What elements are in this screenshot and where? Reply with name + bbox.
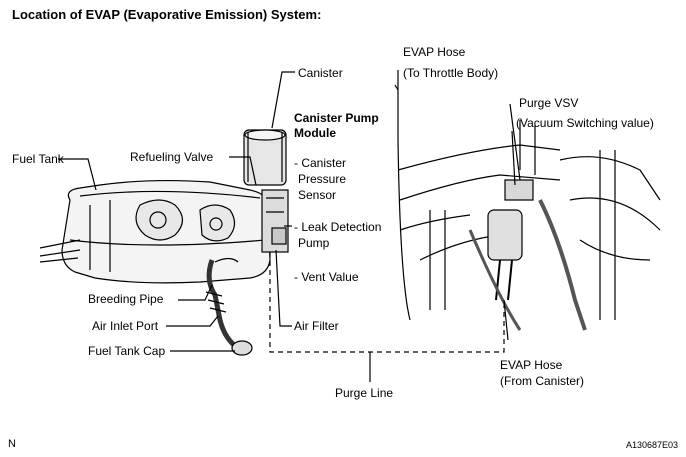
- label-leak-detection-pump-line2: Pump: [298, 236, 330, 250]
- label-leak-detection-pump-line1: - Leak Detection: [294, 220, 382, 234]
- label-purge-line: Purge Line: [335, 386, 394, 400]
- label-evap-hose-canister-line2: (From Canister): [500, 374, 585, 388]
- label-evap-hose-throttle-line2: (To Throttle Body): [403, 66, 499, 80]
- label-canister-pressure-sensor-line1: - Canister: [294, 156, 347, 170]
- purge-vsv-drawing: [504, 179, 534, 201]
- breeding-pipe-drawing: [206, 259, 242, 354]
- label-canister-pressure-sensor-line3: Sensor: [298, 188, 337, 202]
- label-air-inlet-port: Air Inlet Port: [92, 319, 159, 333]
- footer-figure-id: A130687E03: [626, 440, 679, 450]
- evap-hose-canister-drawing: [468, 229, 522, 331]
- label-evap-hose-throttle-line1: EVAP Hose: [403, 45, 466, 59]
- label-refueling-valve: Refueling Valve: [130, 150, 214, 164]
- label-fuel-tank-cap: Fuel Tank Cap: [88, 344, 166, 358]
- label-canister-pump-module-line1: Canister Pump: [294, 111, 379, 125]
- label-purge-vsv-line1: Purge VSV: [519, 96, 579, 110]
- label-purge-vsv-line2: (Vacuum Switching value): [516, 116, 654, 130]
- engine-bay-drawing: [397, 70, 411, 321]
- footer-left-code: N: [8, 438, 16, 450]
- label-fuel-tank: Fuel Tank: [12, 152, 64, 166]
- label-breeding-pipe: Breeding Pipe: [88, 292, 164, 306]
- label-canister-pump-module-line2: Module: [294, 126, 336, 140]
- label-evap-hose-canister-line1: EVAP Hose: [500, 358, 563, 372]
- purge-line-drawing: [269, 252, 505, 353]
- label-air-filter: Air Filter: [294, 319, 339, 333]
- label-canister: Canister: [298, 66, 343, 80]
- label-canister-pressure-sensor-line2: Pressure: [298, 172, 347, 186]
- page-title: Location of EVAP (Evaporative Emission) …: [12, 7, 322, 22]
- label-vent-value: - Vent Value: [294, 270, 359, 284]
- fuel-tank-cap-drawing: [231, 340, 253, 356]
